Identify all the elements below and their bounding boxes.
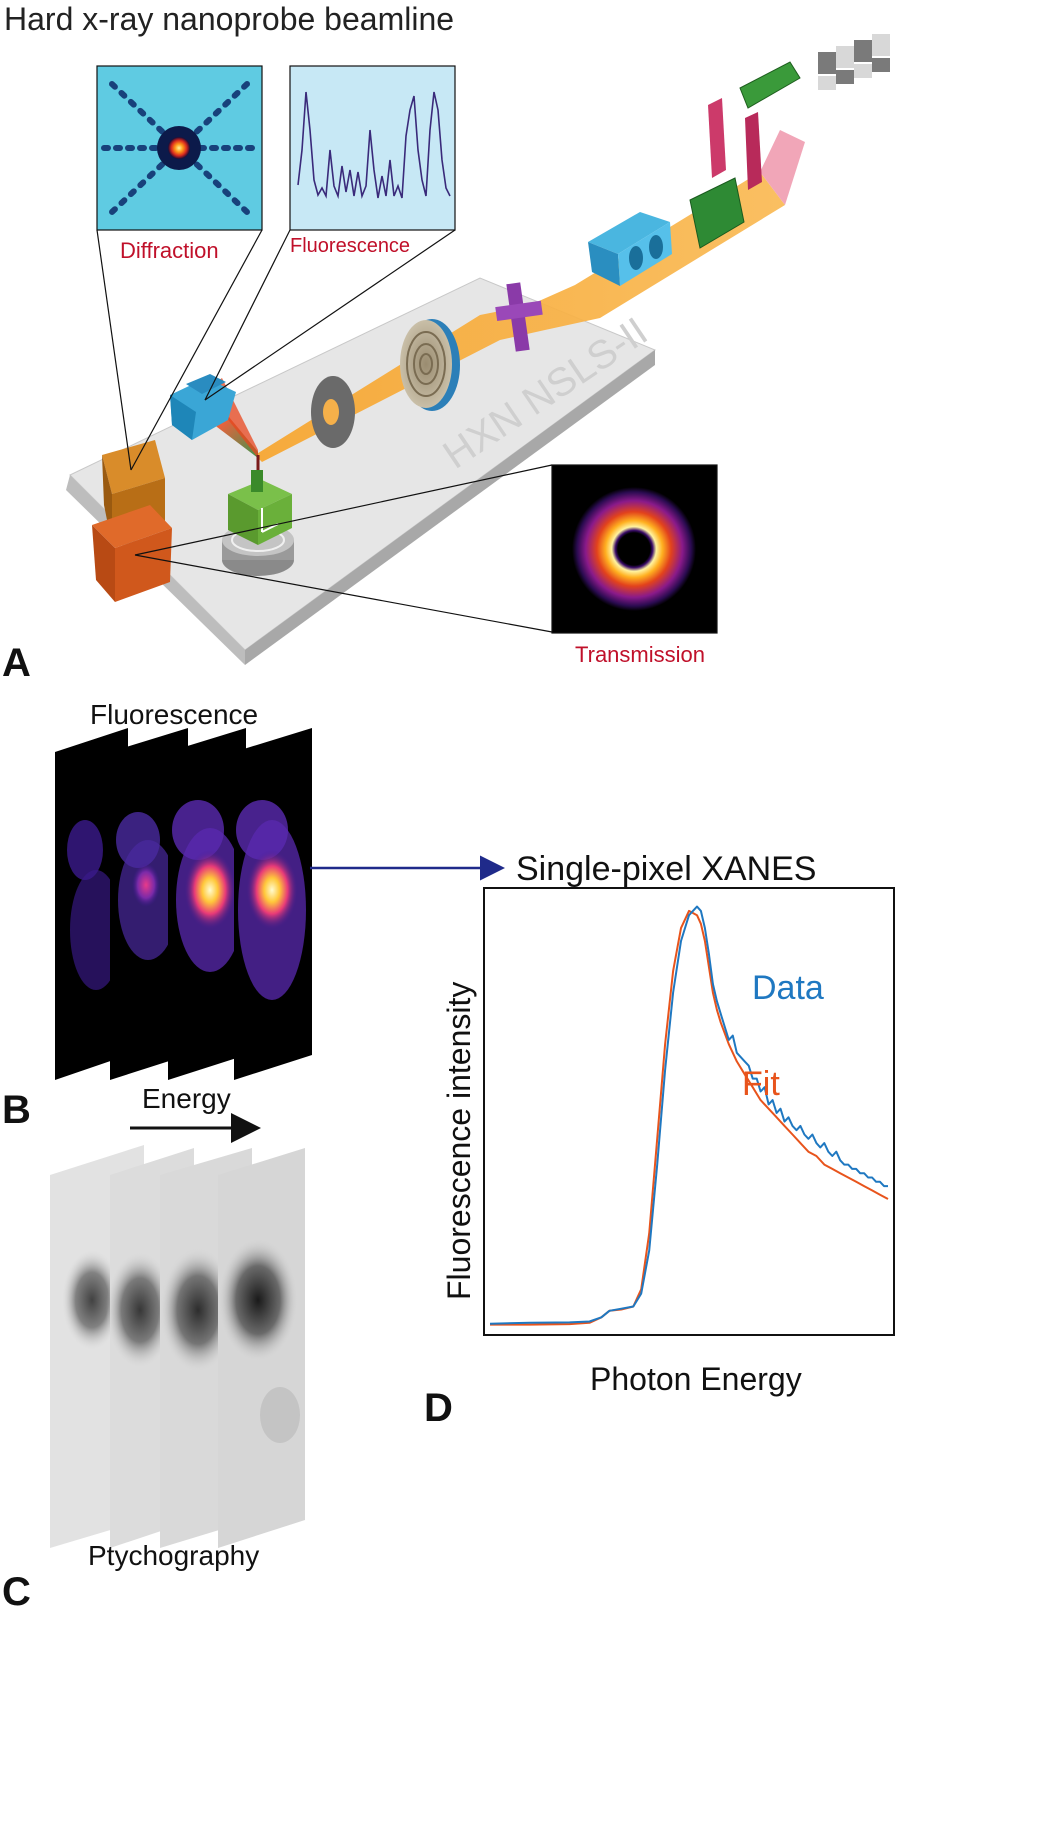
fluorescence-frame-4	[234, 728, 312, 1080]
diffraction-inset	[96, 65, 263, 231]
order-sorting-aperture	[311, 376, 355, 448]
mirror-pink-right	[745, 112, 762, 190]
panel-c: Ptychography C	[2, 1145, 305, 1614]
transmission-detector	[92, 505, 172, 602]
panel-d-title: Single-pixel XANES	[516, 850, 816, 888]
panel-d: Single-pixel XANES Fluorescence intensit…	[424, 850, 895, 1430]
panel-c-title: Ptychography	[88, 1540, 259, 1571]
series-line-data	[489, 905, 888, 1325]
zone-plate	[400, 319, 460, 411]
panel-d-label: D	[424, 1386, 453, 1430]
panel-a-title: Hard x-ray nanoprobe beamline	[4, 1, 454, 37]
fluorescence-label: Fluorescence	[290, 235, 410, 257]
panel-a: Hard x-ray nanoprobe beamline HXN NSLS-I…	[2, 1, 890, 685]
y-axis-label: Fluorescence intensity	[441, 982, 477, 1300]
energy-axis-label: Energy	[142, 1083, 231, 1114]
sample-stage	[222, 455, 294, 576]
fluorescence-stack	[55, 728, 312, 1080]
mirror-green-upper	[739, 61, 801, 109]
transmission-label: Transmission	[575, 642, 705, 667]
panel-a-label: A	[2, 641, 31, 685]
fluorescence-detector	[170, 374, 236, 440]
fluorescence-spectrum-line	[297, 91, 451, 200]
x-axis-label: Photon Energy	[590, 1361, 802, 1397]
xanes-chart	[483, 887, 895, 1336]
mirror-green-lower	[689, 177, 745, 249]
callout-lines	[96, 229, 553, 633]
panel-b-label: B	[2, 1088, 31, 1132]
monochromator	[588, 212, 672, 286]
panel-c-label: C	[2, 1570, 31, 1614]
slits-cross	[495, 282, 543, 352]
fluorescence-frame-3	[168, 728, 246, 1080]
plot-frame	[483, 887, 895, 1336]
legend-data: Data	[752, 969, 824, 1007]
fluorescence-frame-1	[55, 728, 128, 1080]
mirror-pink-left	[708, 98, 726, 178]
series-layer	[489, 905, 889, 1326]
transmission-inset	[551, 464, 718, 634]
ptychography-frame-4	[218, 1148, 305, 1548]
panel-b: Fluorescence	[2, 699, 505, 1143]
legend-fit: Fit	[742, 1065, 780, 1103]
source-undulator	[818, 34, 890, 90]
diffraction-label: Diffraction	[120, 238, 219, 263]
panel-b-title: Fluorescence	[90, 699, 258, 730]
fluorescence-inset	[289, 65, 456, 231]
ptychography-stack	[50, 1145, 305, 1548]
